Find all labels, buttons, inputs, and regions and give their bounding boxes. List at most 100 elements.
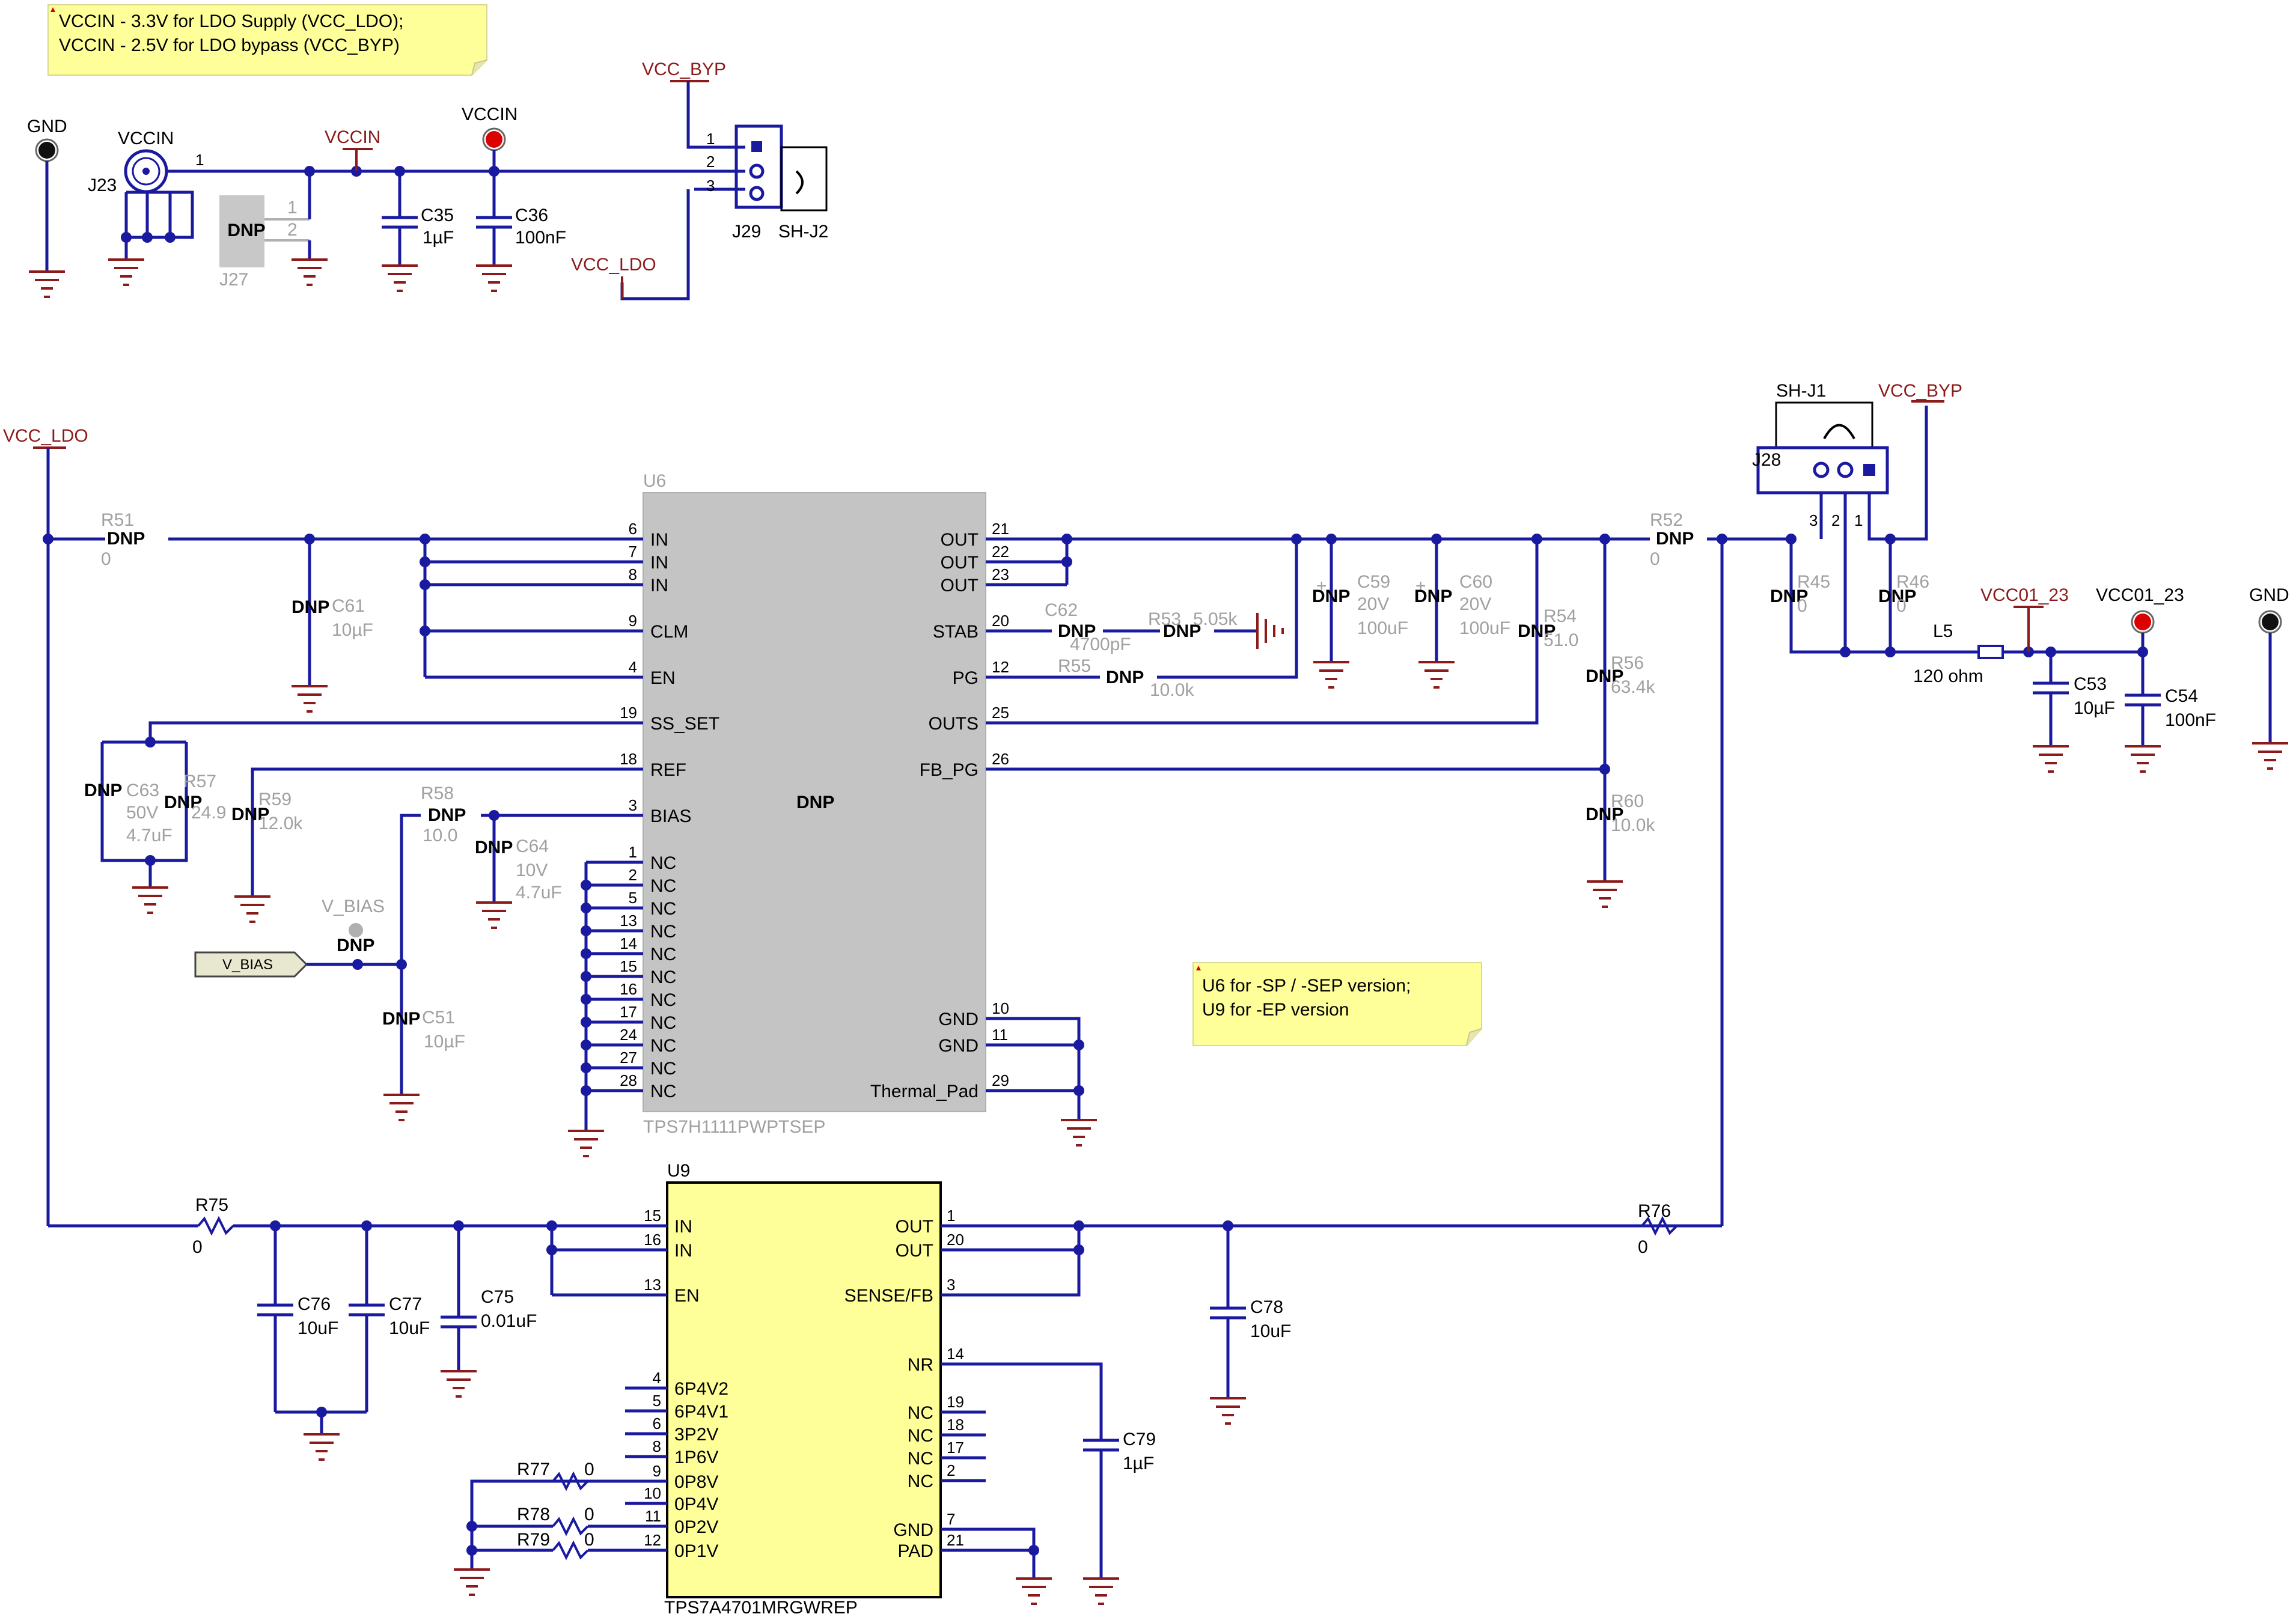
pin-name: NC [908,1472,933,1491]
svg-text:10uF: 10uF [1250,1321,1291,1341]
pin-name: NC [650,945,676,964]
svg-text:1: 1 [195,151,204,169]
svg-text:V_BIAS: V_BIAS [322,897,385,916]
vcc-ldo-flag-left: VCC_LDO [3,426,88,1226]
pin-number: 9 [629,612,637,630]
svg-text:R60: R60 [1611,791,1644,811]
c63-r57-dnp: DNP C63 50V 4.7uF DNP R57 24.9 [84,740,226,914]
svg-text:C51: C51 [422,1008,455,1028]
svg-text:VCCIN: VCCIN [462,105,518,124]
svg-text:0: 0 [1797,596,1807,616]
svg-text:SH-J1: SH-J1 [1776,381,1826,401]
svg-text:1µF: 1µF [423,228,454,248]
c64-capacitor-dnp: DNP C64 10V 4.7uF [475,815,562,929]
u9-chip: U9 TPS7A4701MRGWREP 15IN16IN13EN46P4V256… [625,1161,986,1617]
note-mid: U6 for -SP / -SEP version; U9 for -EP ve… [1192,962,1482,1046]
vcc01-23-testpoint: VCC01_23 [2096,585,2184,652]
svg-text:DNP: DNP [382,1009,420,1029]
svg-text:0.01uF: 0.01uF [481,1311,537,1331]
pin-number: 12 [992,658,1009,676]
svg-text:VCC01_23: VCC01_23 [1980,585,2069,605]
pin-number: 1 [947,1207,955,1225]
svg-text:2: 2 [1831,511,1840,529]
c60-capacitor-dnp: + DNP C60 20V 100uF [1414,539,1510,689]
pin-number: 7 [629,543,637,561]
note-mid-line2: U9 for -EP version [1202,1000,1349,1020]
pin-number: 2 [947,1461,955,1479]
pin-number: 3 [629,796,637,814]
r52-resistor-dnp: R52 DNP 0 [1650,510,1791,569]
svg-text:C53: C53 [2074,674,2107,694]
pin-number: 9 [653,1462,661,1480]
gnd-testpoint: GND [27,117,67,298]
svg-text:V_BIAS: V_BIAS [222,957,273,973]
pin-name: OUT [941,530,979,550]
svg-text:5.05k: 5.05k [1193,609,1238,629]
svg-text:0: 0 [1650,549,1660,569]
svg-text:R52: R52 [1650,510,1683,530]
svg-text:R56: R56 [1611,653,1644,673]
pin-name: IN [674,1217,692,1237]
svg-text:C76: C76 [298,1294,331,1314]
svg-text:50V: 50V [126,803,158,823]
r59-resistor-dnp: DNP R59 12.0k [231,790,303,923]
svg-text:DNP: DNP [1586,666,1623,686]
svg-text:VCC_LDO: VCC_LDO [3,426,88,446]
pin-number: 3 [947,1276,955,1294]
svg-text:4.7uF: 4.7uF [516,883,562,903]
svg-text:C64: C64 [516,836,549,856]
pin-number: 7 [947,1510,955,1528]
svg-text:R59: R59 [258,790,292,809]
note-mid-line1: U6 for -SP / -SEP version; [1202,976,1411,996]
pin-number: 19 [947,1393,964,1411]
c61-capacitor-dnp: DNP C61 10µF [292,539,373,713]
vcc01-23-flag: VCC01_23 [1980,585,2069,652]
svg-text:TPS7H1111PWPTSEP: TPS7H1111PWPTSEP [643,1117,825,1137]
svg-text:DNP: DNP [1878,586,1916,606]
svg-text:J27: J27 [219,270,248,290]
svg-text:DNP: DNP [1656,529,1694,549]
pin-number: 14 [947,1345,964,1363]
j28-jumper: SH-J1 J28 3 2 1 VCC_BYP [1752,381,1962,652]
svg-text:J29: J29 [732,222,761,242]
pin-number: 10 [644,1484,661,1502]
svg-text:0: 0 [584,1460,594,1479]
v-bias-port: V_BIAS V_BIAS DNP [194,897,407,978]
pin-name: BIAS [650,806,691,826]
r45-r46-dnp: DNP R45 0 DNP R46 0 [1770,539,1979,657]
pin-name: 0P2V [674,1517,718,1537]
pin-number: 16 [644,1231,661,1249]
pin-name: NC [908,1426,933,1446]
pin-number: 12 [644,1531,661,1549]
pin-name: IN [650,576,668,595]
j27-header-dnp: DNP J27 1 2 [219,195,328,290]
pin-name: GND [938,1036,979,1056]
pin-name: OUT [941,576,979,595]
svg-text:0: 0 [1638,1237,1648,1257]
pin-number: 2 [629,866,637,884]
pin-number: 18 [620,750,637,768]
svg-text:DNP: DNP [1312,586,1350,606]
pin-number: 19 [620,704,637,722]
svg-text:12.0k: 12.0k [258,814,303,833]
svg-text:TPS7A4701MRGWREP: TPS7A4701MRGWREP [664,1598,858,1617]
svg-text:DNP: DNP [428,805,466,825]
pin-number: 5 [653,1392,661,1410]
svg-text:10uF: 10uF [389,1318,430,1338]
svg-text:J28: J28 [1752,450,1781,470]
pin-name: Thermal_Pad [870,1082,979,1101]
pin-number: 25 [992,704,1009,722]
pin-name: 1P6V [674,1448,718,1467]
pin-number: 6 [653,1414,661,1433]
pin-name: NC [650,1013,676,1033]
pin-number: 1 [629,843,637,861]
pin-name: NC [650,1059,676,1079]
svg-text:3: 3 [706,177,715,195]
svg-text:10.0k: 10.0k [1150,680,1194,700]
pin-name: NC [650,967,676,987]
